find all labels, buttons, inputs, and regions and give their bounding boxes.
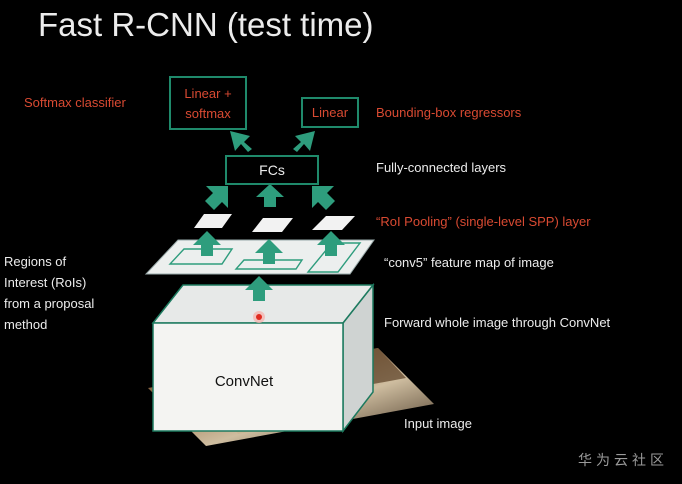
linear-softmax-box (169, 76, 247, 130)
pooled-feature-middle (252, 218, 293, 232)
conv5-label: “conv5” feature map of image (384, 255, 554, 270)
fc-layers-label: Fully-connected layers (376, 160, 507, 175)
arrow-fc-middle (256, 184, 284, 207)
arrow-to-linear (293, 131, 315, 152)
bbox-regressors-label: Bounding-box regressors (376, 105, 522, 120)
cursor-dot (256, 314, 262, 320)
roi-left (168, 248, 234, 265)
pooled-feature-left (194, 214, 232, 228)
regions-label-4: method (4, 317, 47, 332)
arrow-pool-middle (255, 239, 283, 264)
watermark: 华为云社区 (578, 453, 668, 469)
convnet-cube-front (152, 322, 344, 432)
roi-pooling-label: “RoI Pooling” (single-level SPP) layer (376, 214, 591, 229)
roi-right (306, 242, 362, 273)
convnet-label: ConvNet (215, 373, 274, 390)
pooled-feature-right (312, 216, 355, 230)
arrow-pool-left (193, 231, 221, 256)
arrow-fc-right (312, 186, 335, 210)
slide-title: Fast R-CNN (test time) (38, 6, 374, 43)
roi-middle (234, 259, 304, 270)
linear-softmax-label-2: softmax (185, 106, 231, 121)
linear-softmax-label-1: Linear + (184, 86, 231, 101)
arrow-pool-right (317, 231, 345, 256)
softmax-classifier-label: Softmax classifier (24, 95, 127, 110)
linear-label: Linear (312, 105, 349, 120)
arrow-cube-to-featuremap (245, 276, 273, 301)
fcs-label: FCs (259, 162, 285, 178)
linear-box (301, 97, 359, 128)
input-image-label: Input image (404, 416, 472, 431)
regions-label-2: Interest (RoIs) (4, 275, 86, 290)
arrow-fc-left (205, 186, 228, 210)
regions-label-3: from a proposal (4, 296, 94, 311)
regions-label-1: Regions of (4, 254, 67, 269)
forward-label: Forward whole image through ConvNet (384, 315, 611, 330)
arrow-to-softmax (230, 131, 252, 152)
fcs-box (225, 155, 319, 185)
